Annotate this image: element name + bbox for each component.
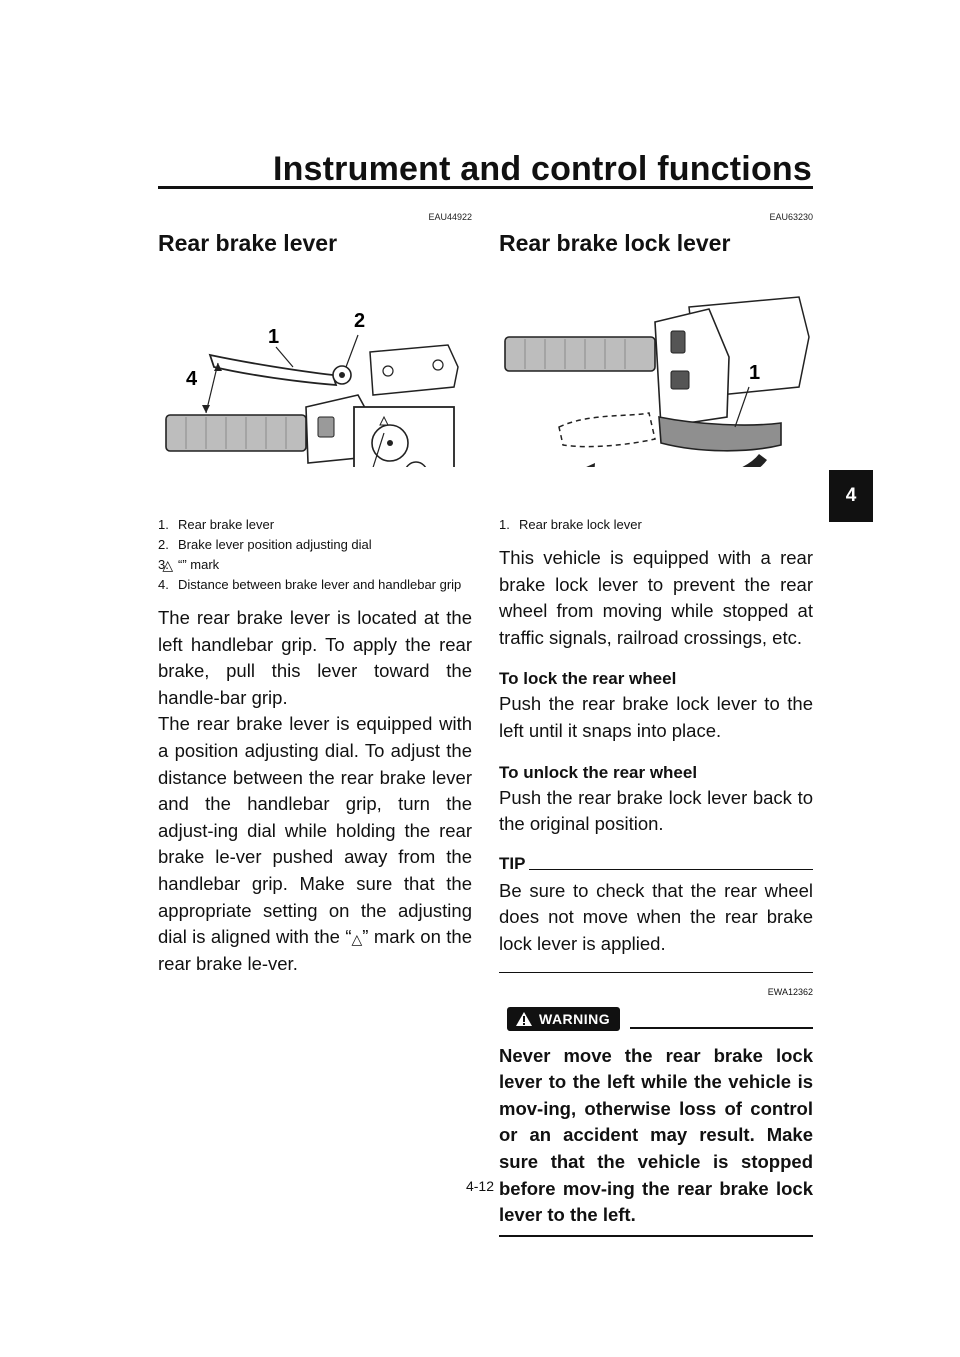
figure-captions: 1.Rear brake lock lever [499,515,813,535]
callout-1: 1 [268,326,279,348]
caption-item: 4.Distance between brake lever and handl… [158,577,462,592]
rear-brake-lock-lever-illustration: 1 [504,296,810,467]
left-column: EAU44922 Rear brake lever [158,200,472,977]
callout-2: 2 [354,310,365,332]
section-code: EAU63230 [769,212,813,222]
callout-1: 1 [749,362,760,384]
page-header-title: Instrument and control functions [272,150,812,188]
header-rule [158,186,813,189]
warning-end-rule [499,1229,813,1237]
tip-text: Be sure to check that the rear wheel doe… [499,879,813,954]
caption-item: 1.Rear brake lever [158,517,275,532]
tip-heading: TIP [499,854,813,874]
warning-badge: WARNING [507,1006,621,1031]
tip-end-rule [499,958,813,973]
paragraph-lock-wheel: Push the rear brake lock lever to the le… [499,693,813,741]
figure-captions: 1.Rear brake lever 2.Brake lever positio… [158,515,472,595]
chapter-tab: 4 [829,470,873,522]
callout-4: 4 [186,368,198,390]
section-title-rear-brake-lock-lever: Rear brake lock lever [499,230,731,256]
warning-heading: WARNING [499,1006,813,1031]
page-number: 4-12 [465,1178,495,1194]
paragraph-rear-brake-intro: The rear brake lever is located at the l… [158,607,472,708]
subhead-unlock-wheel: To unlock the rear wheel [499,762,698,782]
warning-code: EWA12362 [767,986,813,997]
caption-item: 2.Brake lever position adjusting dial [158,537,372,552]
rear-brake-lever-illustration: 1 2 3 4 [165,310,459,467]
subhead-lock-wheel: To lock the rear wheel [499,669,677,689]
warning-text: Never move the rear brake lock lever to … [499,1044,813,1226]
triangle-mark-icon: △ [351,931,363,948]
caption-item: 1.Rear brake lock lever [499,517,642,532]
right-column: EAU63230 Rear brake lock lever 1 1.Rear … [499,200,813,1237]
caption-item: 3.“△” mark [158,557,220,573]
section-title-rear-brake-lever: Rear brake lever [158,230,338,256]
paragraph-adjusting-dial: The rear brake lever is equipped with a … [158,713,472,974]
paragraph-lock-lever-intro: This vehicle is equipped with a rear bra… [499,547,813,648]
section-code: EAU44922 [428,212,472,222]
paragraph-unlock-wheel: Push the rear brake lock lever back to t… [499,786,813,835]
warning-triangle-icon [516,1011,532,1026]
